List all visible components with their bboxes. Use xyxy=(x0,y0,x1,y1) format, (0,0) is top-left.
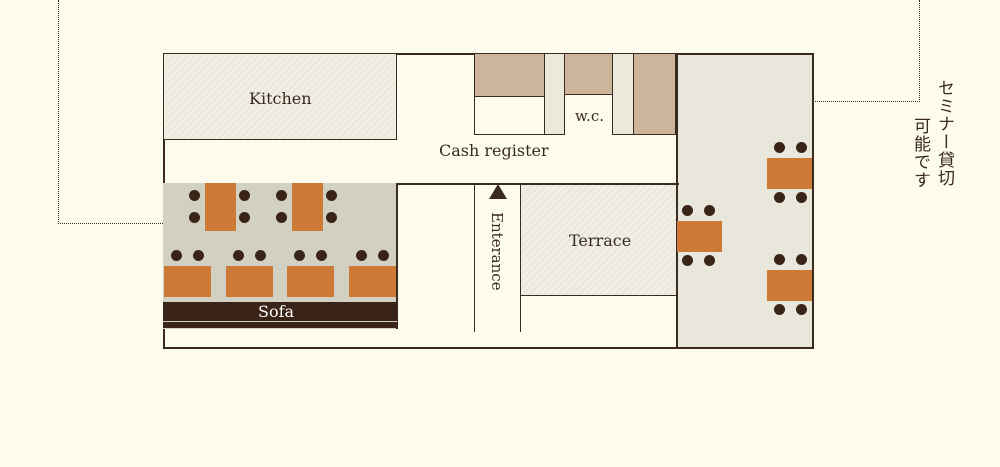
chair xyxy=(796,304,807,315)
entrance-wall-right xyxy=(520,184,521,332)
chair xyxy=(189,190,200,201)
chair xyxy=(239,212,250,223)
table-right-bottom xyxy=(767,270,812,301)
chair xyxy=(276,212,287,223)
chair xyxy=(796,254,807,265)
wc-label: w.c. xyxy=(575,107,604,125)
seminar-note-line2: 可能です xyxy=(910,117,930,189)
sofa xyxy=(163,302,397,328)
sofa-line xyxy=(163,321,397,322)
terrace-room xyxy=(520,184,677,296)
entrance-label: Enterance xyxy=(488,212,506,291)
wc-partition-2 xyxy=(612,53,634,135)
chair xyxy=(276,190,287,201)
chair xyxy=(326,190,337,201)
chair xyxy=(774,192,785,203)
table-sofa-3 xyxy=(287,266,334,297)
chair xyxy=(796,192,807,203)
chair xyxy=(704,255,715,266)
wc-partition-1 xyxy=(544,53,565,135)
chair xyxy=(682,255,693,266)
chair xyxy=(774,142,785,153)
connector-line-left xyxy=(58,0,165,224)
cash-register-label: Cash register xyxy=(439,141,549,160)
chair xyxy=(255,250,266,261)
kitchen-room xyxy=(163,53,397,140)
chair xyxy=(356,250,367,261)
entrance-arrow-icon xyxy=(489,184,507,199)
entrance-wall-left xyxy=(474,184,475,332)
chair xyxy=(189,212,200,223)
chair xyxy=(171,250,182,261)
table-sofa-4 xyxy=(349,266,396,297)
chair xyxy=(193,250,204,261)
chair xyxy=(233,250,244,261)
right-seating-area xyxy=(676,53,814,349)
seminar-note-line1: セミナー貸切 xyxy=(934,79,954,187)
table-sofa-2 xyxy=(226,266,273,297)
wc-fixture-2 xyxy=(564,53,613,95)
kitchen-label: Kitchen xyxy=(249,89,312,108)
table-left-1 xyxy=(205,183,236,231)
chair xyxy=(294,250,305,261)
table-right-middle xyxy=(677,221,722,252)
wc-fixture-3 xyxy=(633,53,676,135)
chair xyxy=(326,212,337,223)
sofa-label: Sofa xyxy=(258,302,295,321)
chair xyxy=(774,304,785,315)
terrace-label: Terrace xyxy=(569,231,632,250)
connector-line-right xyxy=(813,0,920,102)
chair xyxy=(378,250,389,261)
seating-area-right-wall xyxy=(396,183,398,329)
chair xyxy=(316,250,327,261)
wc-fixture-1 xyxy=(474,53,545,97)
table-sofa-1 xyxy=(164,266,211,297)
chair xyxy=(704,205,715,216)
chair xyxy=(239,190,250,201)
table-right-top xyxy=(767,158,812,189)
table-left-2 xyxy=(292,183,323,231)
chair xyxy=(682,205,693,216)
wc-stall-1 xyxy=(474,96,545,135)
chair xyxy=(774,254,785,265)
chair xyxy=(796,142,807,153)
